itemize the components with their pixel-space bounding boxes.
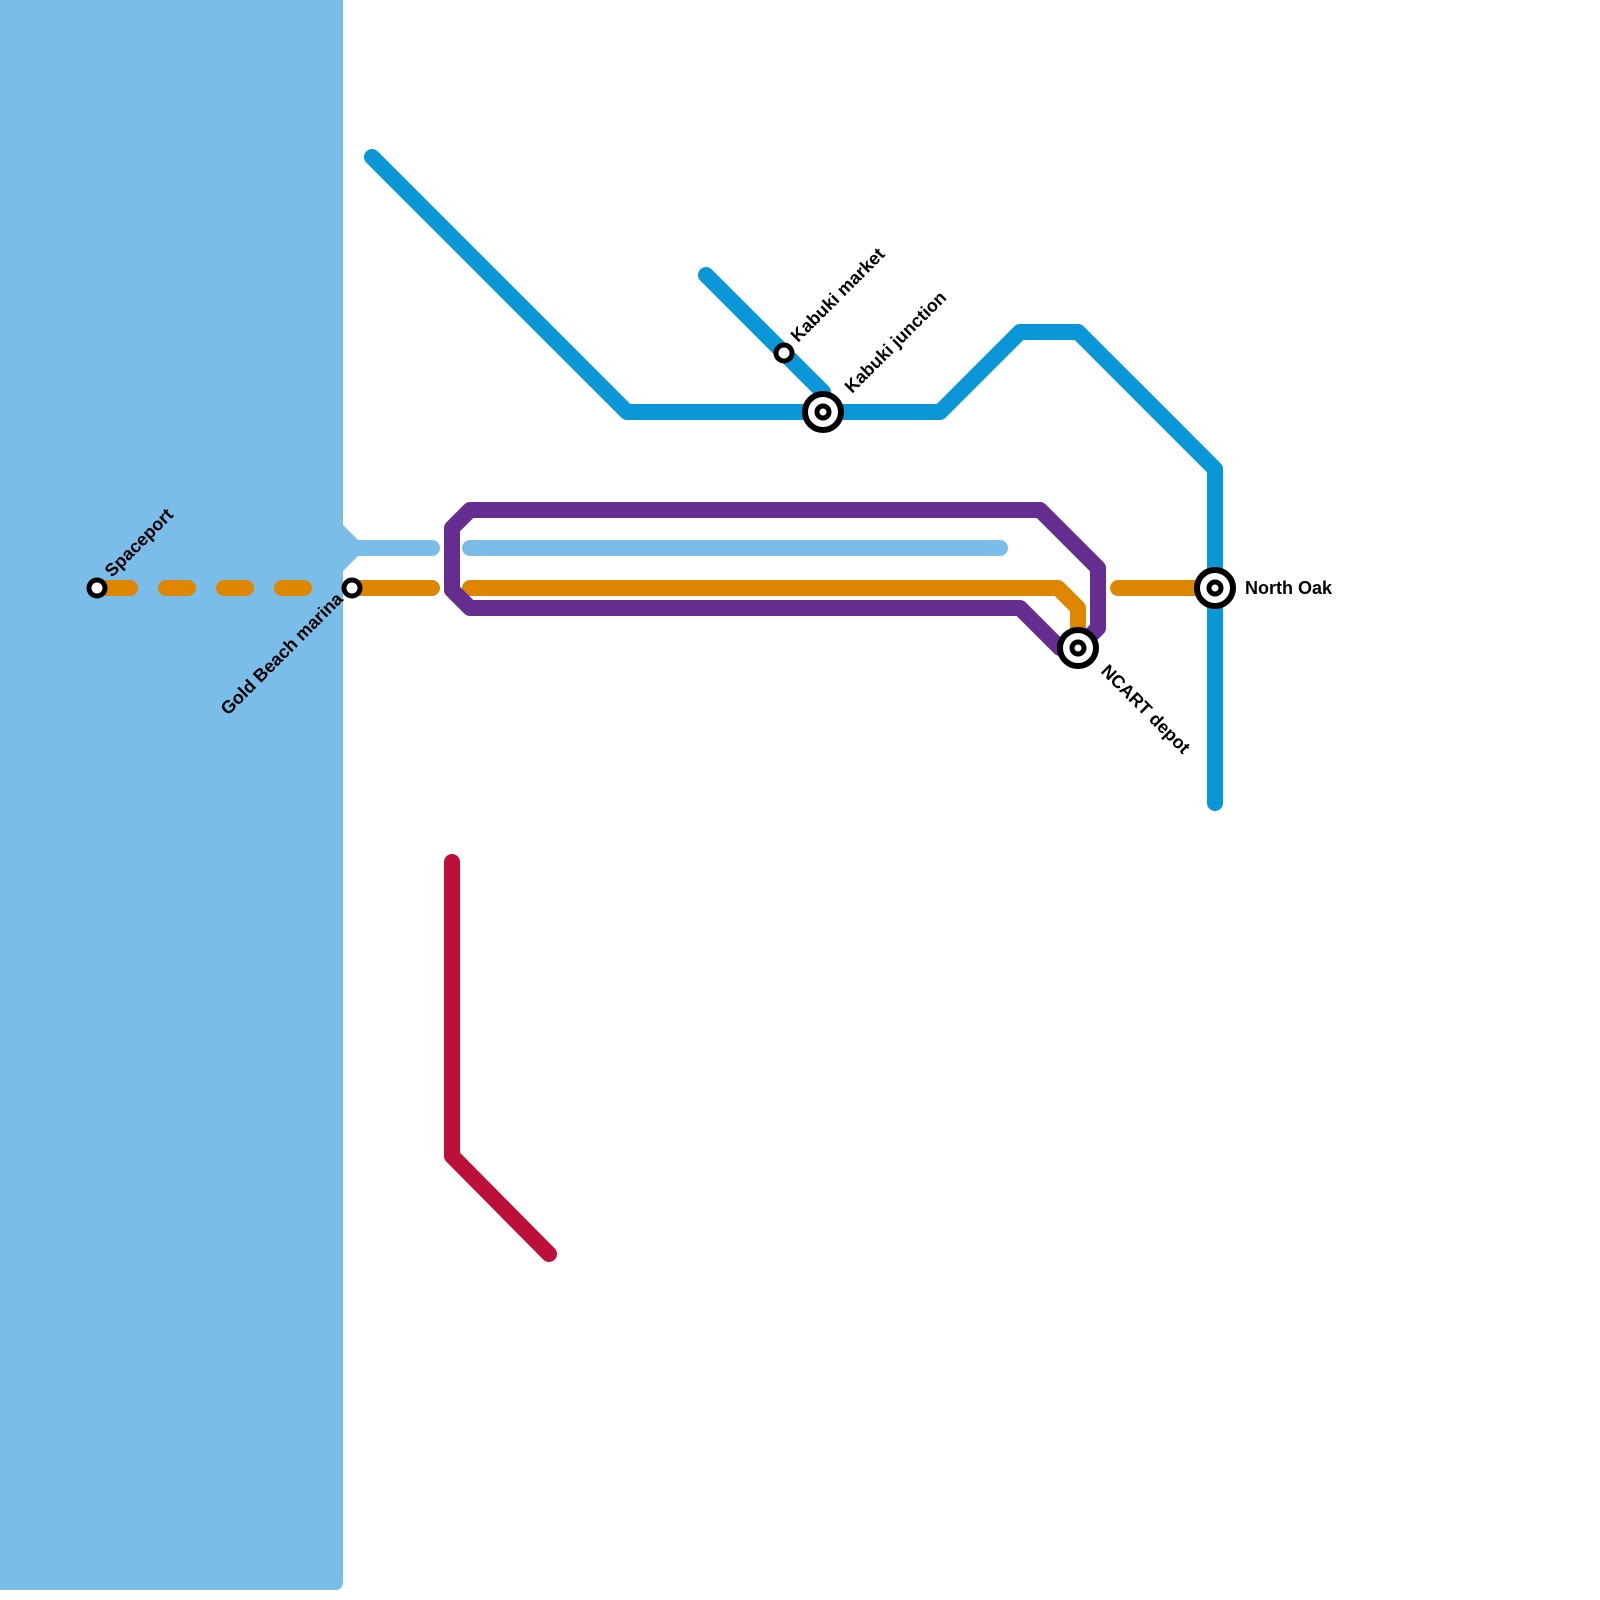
station-stop-marker bbox=[341, 577, 363, 599]
station-interchange-inner bbox=[1206, 579, 1224, 597]
blue-line[interactable] bbox=[364, 149, 1223, 811]
station-stop-marker bbox=[773, 342, 795, 364]
station-interchange-inner bbox=[814, 403, 832, 421]
station-stop-marker bbox=[86, 577, 108, 599]
red-line[interactable] bbox=[444, 854, 557, 1262]
water-area bbox=[0, 0, 362, 1590]
station-kabuki-market[interactable]: Kabuki market bbox=[773, 244, 889, 364]
station-interchange-marker bbox=[802, 391, 844, 433]
station-north-oak[interactable]: North Oak bbox=[1194, 567, 1333, 609]
station-ncart-depot[interactable]: NCART depot bbox=[1057, 627, 1194, 758]
station-interchange-marker bbox=[1194, 567, 1236, 609]
blue-line-branch[interactable] bbox=[698, 267, 831, 400]
station-label: Kabuki market bbox=[787, 244, 889, 346]
station-label: Kabuki junction bbox=[841, 287, 951, 397]
station-interchange-marker bbox=[1057, 627, 1099, 669]
station-label: NCART depot bbox=[1097, 661, 1194, 758]
station-interchange-inner bbox=[1069, 639, 1087, 657]
purple-line[interactable] bbox=[444, 502, 1106, 656]
station-label: North Oak bbox=[1245, 578, 1333, 598]
orange-line-segment[interactable] bbox=[462, 580, 1086, 638]
